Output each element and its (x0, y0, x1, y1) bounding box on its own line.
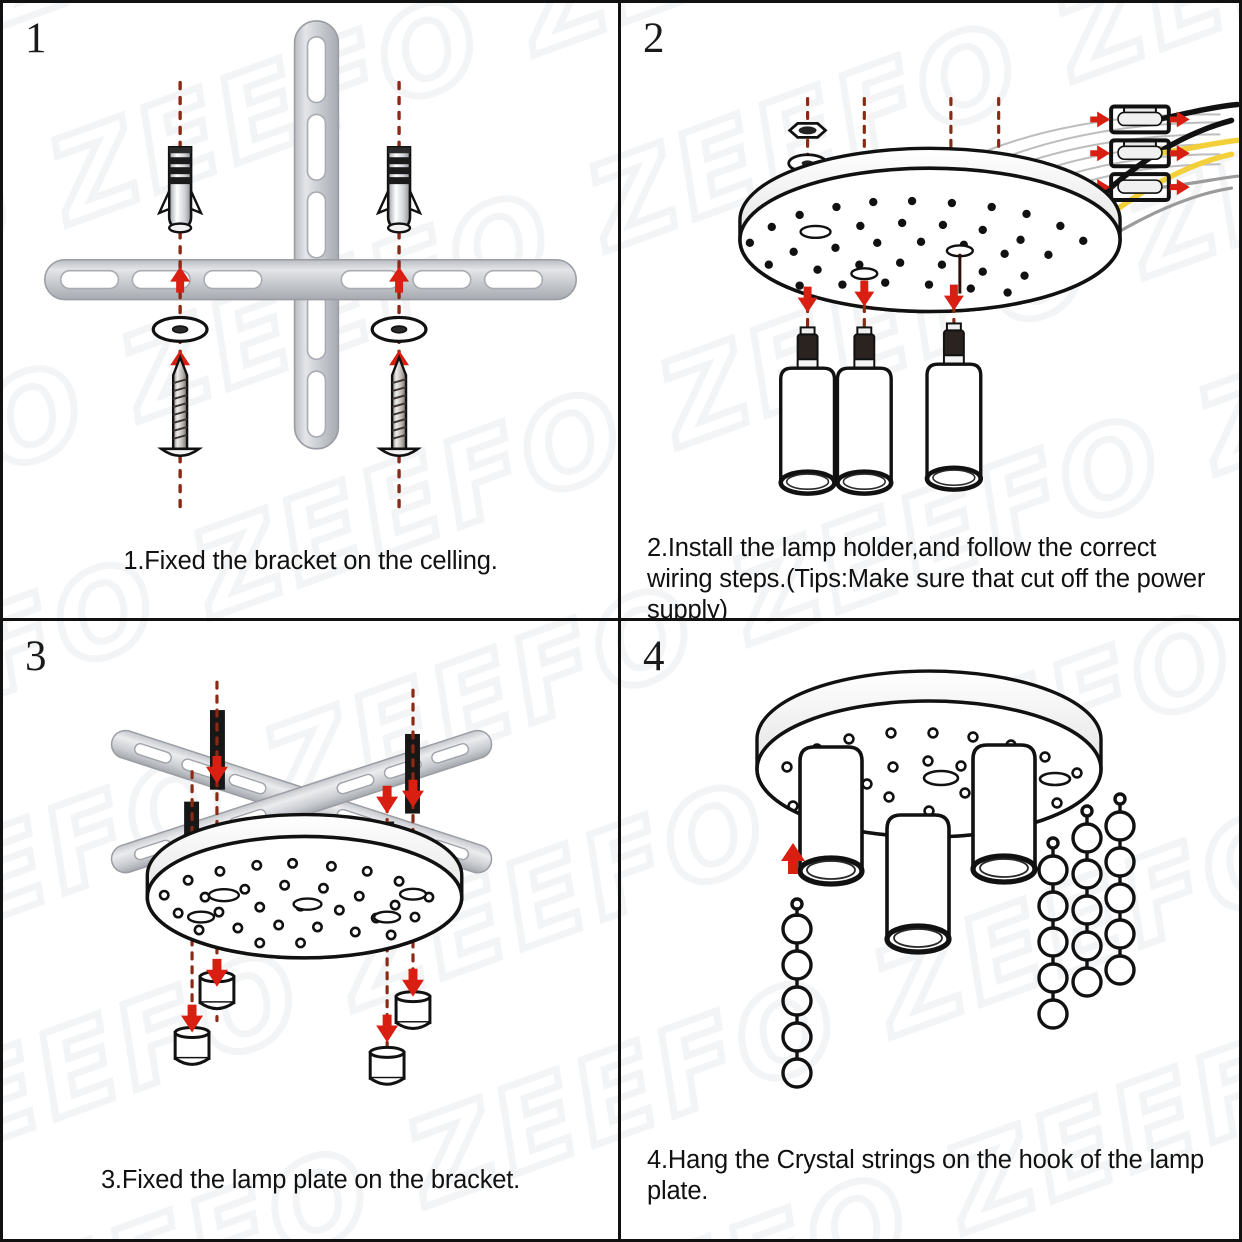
lamp-holder (887, 815, 949, 952)
lamp-plate-disc (738, 146, 1122, 314)
terminal-block (1090, 104, 1190, 203)
step-panel-2: 2 (621, 3, 1239, 621)
step-number-3: 3 (25, 633, 47, 680)
step-4-illustration (755, 669, 1136, 1089)
crystal-string (1071, 804, 1103, 998)
lamp-holder (781, 327, 835, 493)
step-3-illustration (110, 680, 493, 1086)
step-2-illustration (738, 96, 1239, 618)
crystal-string (1037, 836, 1069, 1030)
cap-nuts (173, 958, 432, 1086)
lamp-holder (927, 323, 981, 489)
steps-grid: 1 (3, 3, 1239, 1239)
step-3-caption: 3.Fixed the lamp plate on the bracket. (100, 1166, 521, 1194)
lamp-holder (800, 747, 862, 884)
step-number-1: 1 (25, 15, 47, 62)
fastener-assembly-right (370, 80, 428, 513)
step-panel-3: 3 (3, 621, 621, 1239)
lamp-holder (837, 327, 891, 493)
step-panel-4: 4 (621, 621, 1239, 1239)
lamp-holder (973, 745, 1035, 882)
lamp-plate-disc (145, 812, 464, 960)
step-number-2: 2 (643, 15, 665, 62)
crystal-string (1104, 792, 1136, 986)
lamp-holders (781, 280, 981, 494)
step-2-caption: 2.Install the lamp holder,and follow the… (647, 534, 1206, 621)
step-4-caption: 4.Hang the Crystal strings on the hook o… (647, 1146, 1204, 1206)
step-1-caption: 1.Fixed the bracket on the celling. (123, 547, 498, 575)
bracket-vertical-arm (293, 20, 340, 450)
step-panel-1: 1 (3, 3, 621, 621)
crystal-string (781, 897, 813, 1089)
step-1-illustration (44, 20, 577, 513)
plate-holes (745, 196, 1088, 297)
fastener-assembly-left (151, 80, 209, 513)
crystal-strings (781, 792, 1136, 1089)
bracket-horizontal-arm (44, 258, 577, 301)
step-number-4: 4 (643, 633, 665, 680)
